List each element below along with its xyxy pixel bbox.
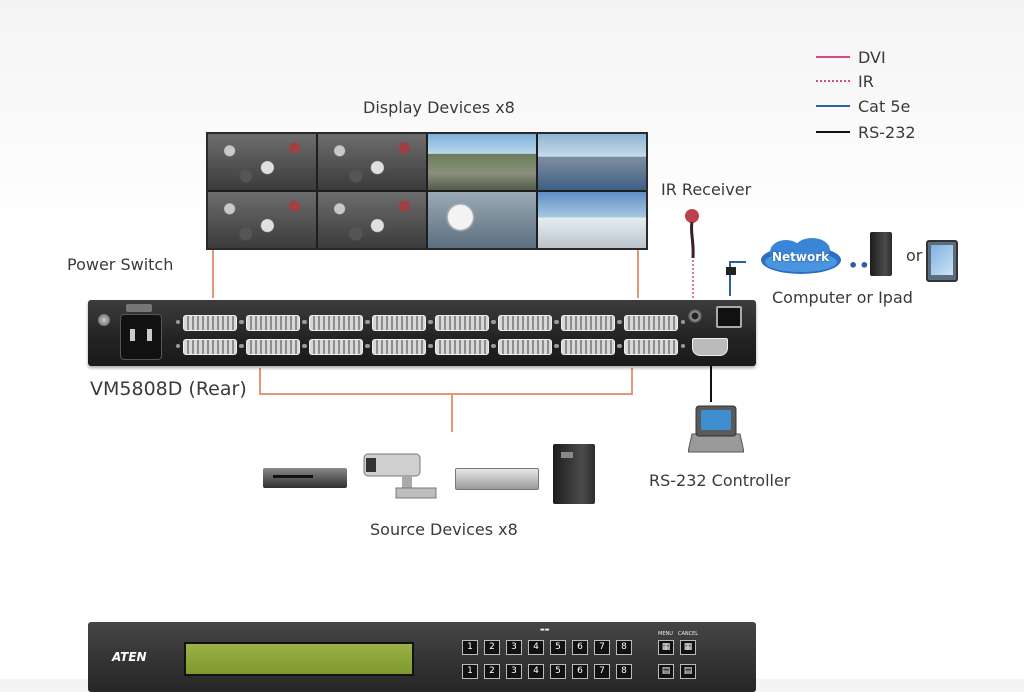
cat5e-link — [729, 261, 746, 296]
lcd-display — [184, 642, 414, 676]
legend-swatch-dvi — [816, 56, 850, 58]
model-rear-label: VM5808D (Rear) — [90, 378, 247, 400]
port-key-bottom-1[interactable]: 1 — [462, 664, 478, 679]
source-devices-label: Source Devices x8 — [370, 520, 518, 539]
computer-icon — [870, 232, 892, 276]
dvi-output-port-1 — [176, 315, 244, 331]
ir-jack-icon — [688, 309, 702, 323]
cancel-label: CANCEL — [678, 631, 699, 637]
ir-receiver-icon — [680, 208, 704, 260]
dvi-input-port-6 — [491, 339, 559, 355]
port-key-top-7[interactable]: 7 — [594, 640, 610, 655]
display-screen-1 — [208, 134, 316, 190]
display-devices-label: Display Devices x8 — [363, 98, 515, 117]
dvi-output-port-2 — [239, 315, 307, 331]
legend-swatch-ir — [816, 80, 850, 82]
dvi-output-port-4 — [365, 315, 433, 331]
display-screen-7 — [428, 192, 536, 248]
rj45-port-icon — [716, 306, 742, 328]
port-key-bottom-8[interactable]: 8 — [616, 664, 632, 679]
network-label: Network — [772, 250, 830, 264]
power-socket-icon — [120, 314, 162, 360]
port-key-bottom-3[interactable]: 3 — [506, 664, 522, 679]
legend-item-dvi: DVI — [816, 47, 886, 67]
dvi-output-port-6 — [491, 315, 559, 331]
cat5e-plug-icon — [723, 260, 739, 275]
dvi-output-port-3 — [302, 315, 370, 331]
port-key-top-8[interactable]: 8 — [616, 640, 632, 655]
dvi-input-port-8 — [617, 339, 685, 355]
ipad-icon — [926, 240, 958, 282]
display-screen-2 — [318, 134, 426, 190]
dvi-input-port-2 — [239, 339, 307, 355]
dvi-output-port-8 — [617, 315, 685, 331]
legend-item-ir: IR — [816, 71, 874, 91]
menu-button[interactable]: ▦ — [658, 640, 674, 655]
ir-receiver-label: IR Receiver — [661, 180, 752, 199]
vm5808d-rear-panel — [88, 300, 756, 366]
port-key-bottom-2[interactable]: 2 — [484, 664, 500, 679]
network-cloud-icon — [756, 236, 846, 278]
legend-label-rs232: RS-232 — [858, 122, 916, 142]
port-key-bottom-7[interactable]: 7 — [594, 664, 610, 679]
port-key-bottom-6[interactable]: 6 — [572, 664, 588, 679]
cancel-button[interactable]: ▦ — [680, 640, 696, 655]
legend-item-rs232: RS-232 — [816, 122, 916, 142]
port-key-top-3[interactable]: 3 — [506, 640, 522, 655]
dvi-input-port-3 — [302, 339, 370, 355]
menu-label: MENU — [658, 631, 673, 637]
port-header-icon: ▬▬ — [540, 627, 550, 633]
dvr-recorder-icon — [455, 468, 539, 490]
display-screen-5 — [208, 192, 316, 248]
menu-down-button[interactable]: ▤ — [680, 664, 696, 679]
dvi-input-port-5 — [428, 339, 496, 355]
legend-label-ir: IR — [858, 71, 874, 91]
dvi-input-port-1 — [176, 339, 244, 355]
ground-screw-icon — [98, 314, 110, 326]
dvi-input-port-7 — [554, 339, 622, 355]
rs232-port-icon — [692, 338, 728, 356]
rs232-controller-icon — [687, 404, 745, 456]
legend-item-cat5e: Cat 5e — [816, 96, 910, 116]
port-key-top-6[interactable]: 6 — [572, 640, 588, 655]
aten-logo: ATEN — [112, 650, 147, 664]
display-wall — [206, 132, 648, 250]
display-screen-6 — [318, 192, 426, 248]
legend-label-cat5e: Cat 5e — [858, 96, 911, 116]
display-screen-8 — [538, 192, 646, 248]
power-switch-label: Power Switch — [67, 255, 174, 274]
menu-up-button[interactable]: ▤ — [658, 664, 674, 679]
computer-or-ipad-label: Computer or Ipad — [772, 288, 913, 307]
pc-tower-icon — [553, 444, 595, 504]
legend-swatch-cat5e — [816, 105, 850, 107]
legend-label-dvi: DVI — [858, 47, 886, 67]
display-screen-4 — [538, 134, 646, 190]
or-label: or — [906, 246, 923, 265]
power-switch-toggle — [126, 304, 152, 312]
dvi-output-port-7 — [554, 315, 622, 331]
port-key-top-1[interactable]: 1 — [462, 640, 478, 655]
port-key-bottom-4[interactable]: 4 — [528, 664, 544, 679]
port-key-bottom-5[interactable]: 5 — [550, 664, 566, 679]
security-camera-icon — [362, 448, 440, 500]
port-key-top-2[interactable]: 2 — [484, 640, 500, 655]
display-screen-3 — [428, 134, 536, 190]
rs232-controller-label: RS-232 Controller — [649, 471, 791, 490]
dvd-player-icon — [263, 468, 347, 488]
dvi-output-port-5 — [428, 315, 496, 331]
legend-swatch-rs232 — [816, 131, 850, 133]
dvi-input-port-4 — [365, 339, 433, 355]
source-bus — [259, 368, 633, 395]
port-key-top-4[interactable]: 4 — [528, 640, 544, 655]
vm5808d-front-panel: ATEN ▬▬ 1 2 3 4 5 6 7 8 1 2 3 4 5 6 7 8 … — [88, 622, 756, 692]
port-key-top-5[interactable]: 5 — [550, 640, 566, 655]
